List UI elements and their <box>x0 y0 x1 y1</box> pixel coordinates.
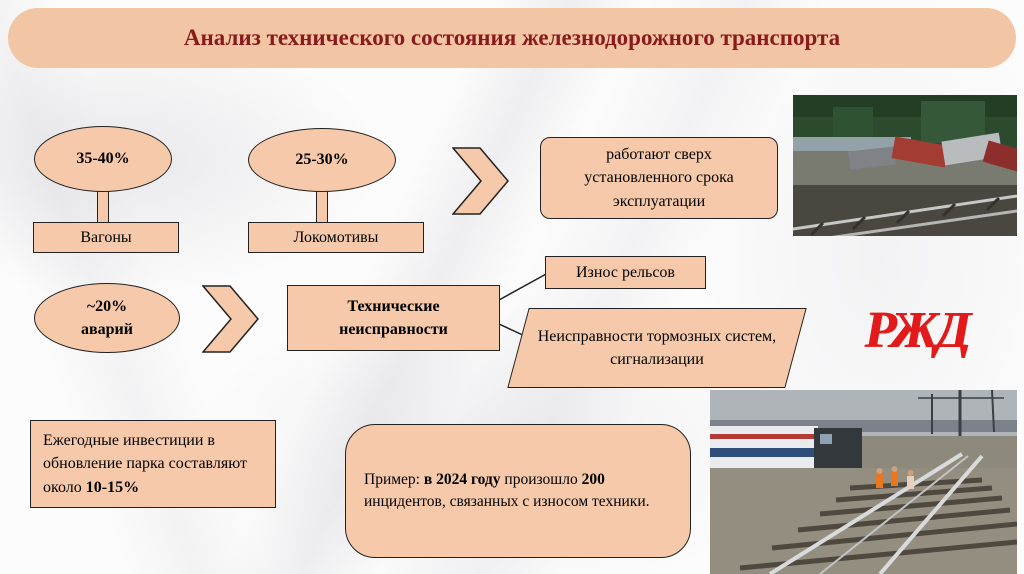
chevron-right-arrow <box>452 147 509 215</box>
example-text-1: Пример: <box>364 470 424 488</box>
rail-wear-text: Износ рельсов <box>576 263 675 281</box>
rzd-logo-text: РЖД <box>864 301 970 359</box>
locomotives-label-box: Локомотивы <box>248 222 424 253</box>
locomotives-percent: 25-30% <box>295 151 349 169</box>
rzd-logo: РЖД <box>852 296 980 364</box>
wagons-label: Вагоны <box>80 228 132 246</box>
example-bold-count: 200 <box>581 470 605 488</box>
tech-faults-text: Технические неисправности <box>339 297 448 338</box>
locomotives-label: Локомотивы <box>293 228 379 246</box>
example-text-3: инцидентов, связанных с износом техники. <box>364 493 650 510</box>
locomotives-connector-stem <box>316 188 328 226</box>
over-service-box: работают сверх установленного срока эксп… <box>540 137 778 219</box>
over-service-text: работают сверх установленного срока эксп… <box>584 146 734 210</box>
page-title: Анализ технического состояния железнодор… <box>183 25 841 50</box>
investment-text: Ежегодные инвестиции в обновление парка … <box>43 432 247 496</box>
accidents-label: аварий <box>81 321 133 338</box>
accidents-percent: ~20% <box>86 297 128 315</box>
train-derailment-photo <box>793 95 1017 236</box>
locomotives-percent-ellipse: 25-30% <box>248 128 396 192</box>
brake-faults-text: Неисправности тормозных систем, сигнализ… <box>537 327 777 368</box>
brake-faults-parallelogram: Неисправности тормозных систем, сигнализ… <box>507 308 807 388</box>
wagons-percent-ellipse: 35-40% <box>34 126 172 192</box>
investment-percent: 10-15% <box>85 478 140 496</box>
tech-faults-box: Технические неисправности <box>287 285 500 351</box>
wagons-percent: 35-40% <box>76 150 130 168</box>
wagons-connector-stem <box>97 188 109 226</box>
chevron-right-arrow <box>202 285 259 353</box>
railway-track-workers-photo <box>710 390 1017 574</box>
title-bar: Анализ технического состояния железнодор… <box>8 8 1016 68</box>
example-box: Пример: в 2024 году произошло 200 инциде… <box>345 424 691 558</box>
rail-wear-box: Износ рельсов <box>545 256 706 289</box>
accidents-percent-ellipse: ~20% аварий <box>34 283 180 353</box>
investment-box: Ежегодные инвестиции в обновление парка … <box>30 420 276 508</box>
example-bold-year: в 2024 году <box>423 470 501 488</box>
example-text-2: произошло <box>500 470 582 488</box>
wagons-label-box: Вагоны <box>33 222 179 253</box>
